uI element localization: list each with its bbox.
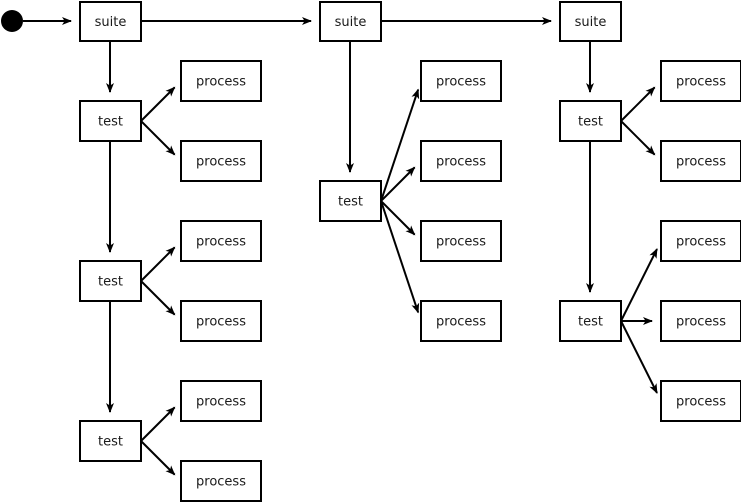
node-label-process1: process bbox=[196, 75, 246, 90]
node-process-process6[interactable]: process bbox=[180, 460, 262, 502]
node-process-process7[interactable]: process bbox=[420, 60, 502, 102]
node-box-process3[interactable] bbox=[180, 220, 262, 262]
edge-test4-to-process9 bbox=[380, 200, 416, 236]
node-box-test5[interactable] bbox=[559, 100, 622, 142]
node-box-test1[interactable] bbox=[79, 100, 142, 142]
node-box-test3[interactable] bbox=[79, 420, 142, 462]
node-test-test5[interactable]: test bbox=[559, 100, 622, 142]
edge-test3-to-process5 bbox=[140, 406, 176, 442]
edge-test2-to-process3 bbox=[140, 246, 176, 282]
edge-test6-to-process15 bbox=[620, 320, 658, 394]
node-label-test1: test bbox=[98, 115, 123, 130]
node-process-process14[interactable]: process bbox=[660, 300, 741, 342]
node-label-process4: process bbox=[196, 315, 246, 330]
node-box-process12[interactable] bbox=[660, 140, 741, 182]
node-process-process5[interactable]: process bbox=[180, 380, 262, 422]
node-process-process3[interactable]: process bbox=[180, 220, 262, 262]
node-test-test1[interactable]: test bbox=[79, 100, 142, 142]
node-process-process8[interactable]: process bbox=[420, 140, 502, 182]
node-label-suite3: suite bbox=[575, 15, 607, 30]
edge-test5-to-process12 bbox=[620, 120, 656, 156]
node-label-test5: test bbox=[578, 115, 603, 130]
node-box-process9[interactable] bbox=[420, 220, 502, 262]
node-process-process13[interactable]: process bbox=[660, 220, 741, 262]
node-box-test4[interactable] bbox=[319, 180, 382, 222]
node-box-process6[interactable] bbox=[180, 460, 262, 502]
node-label-process12: process bbox=[676, 155, 726, 170]
edge-test5-to-process11 bbox=[620, 86, 656, 122]
edge-test1-to-process2 bbox=[140, 120, 176, 156]
edge-test4-to-process8 bbox=[380, 166, 416, 202]
node-box-process1[interactable] bbox=[180, 60, 262, 102]
node-label-process9: process bbox=[436, 235, 486, 250]
node-process-process9[interactable]: process bbox=[420, 220, 502, 262]
node-box-test6[interactable] bbox=[559, 300, 622, 342]
node-process-process1[interactable]: process bbox=[180, 60, 262, 102]
node-label-process2: process bbox=[196, 155, 246, 170]
node-test-test2[interactable]: test bbox=[79, 260, 142, 302]
node-suite-suite1[interactable]: suite bbox=[79, 1, 142, 42]
node-label-test3: test bbox=[98, 435, 123, 450]
node-box-test2[interactable] bbox=[79, 260, 142, 302]
edge-test4-to-process7 bbox=[380, 88, 420, 202]
node-label-process5: process bbox=[196, 395, 246, 410]
node-label-process3: process bbox=[196, 235, 246, 250]
node-test-test3[interactable]: test bbox=[79, 420, 142, 462]
node-process-process2[interactable]: process bbox=[180, 140, 262, 182]
node-label-process14: process bbox=[676, 315, 726, 330]
node-box-process8[interactable] bbox=[420, 140, 502, 182]
node-suite-suite2[interactable]: suite bbox=[319, 1, 382, 42]
node-box-process11[interactable] bbox=[660, 60, 741, 102]
node-box-process14[interactable] bbox=[660, 300, 741, 342]
node-process-process4[interactable]: process bbox=[180, 300, 262, 342]
start-node-icon bbox=[1, 10, 23, 32]
node-label-process6: process bbox=[196, 475, 246, 490]
node-box-process5[interactable] bbox=[180, 380, 262, 422]
node-box-process7[interactable] bbox=[420, 60, 502, 102]
edge-layer bbox=[23, 17, 658, 476]
node-box-suite3[interactable] bbox=[559, 1, 622, 42]
node-label-process15: process bbox=[676, 395, 726, 410]
edge-test2-to-process4 bbox=[140, 280, 176, 316]
node-test-test6[interactable]: test bbox=[559, 300, 622, 342]
node-process-process15[interactable]: process bbox=[660, 380, 741, 422]
node-process-process12[interactable]: process bbox=[660, 140, 741, 182]
edge-test6-to-process13 bbox=[620, 248, 658, 322]
node-label-process11: process bbox=[676, 75, 726, 90]
node-label-test6: test bbox=[578, 315, 603, 330]
edge-test3-to-process6 bbox=[140, 440, 176, 476]
node-box-process15[interactable] bbox=[660, 380, 741, 422]
edge-test1-to-process1 bbox=[140, 86, 176, 122]
node-label-suite1: suite bbox=[95, 15, 127, 30]
node-label-process10: process bbox=[436, 315, 486, 330]
node-label-suite2: suite bbox=[335, 15, 367, 30]
edge-test4-to-process10 bbox=[380, 200, 420, 314]
node-box-process13[interactable] bbox=[660, 220, 741, 262]
node-process-process10[interactable]: process bbox=[420, 300, 502, 342]
node-suite-suite3[interactable]: suite bbox=[559, 1, 622, 42]
node-label-test2: test bbox=[98, 275, 123, 290]
node-box-process10[interactable] bbox=[420, 300, 502, 342]
node-process-process11[interactable]: process bbox=[660, 60, 741, 102]
node-box-process2[interactable] bbox=[180, 140, 262, 182]
node-box-suite1[interactable] bbox=[79, 1, 142, 42]
node-label-process13: process bbox=[676, 235, 726, 250]
node-label-process7: process bbox=[436, 75, 486, 90]
node-test-test4[interactable]: test bbox=[319, 180, 382, 222]
node-label-process8: process bbox=[436, 155, 486, 170]
node-box-process4[interactable] bbox=[180, 300, 262, 342]
node-label-test4: test bbox=[338, 195, 363, 210]
node-box-suite2[interactable] bbox=[319, 1, 382, 42]
